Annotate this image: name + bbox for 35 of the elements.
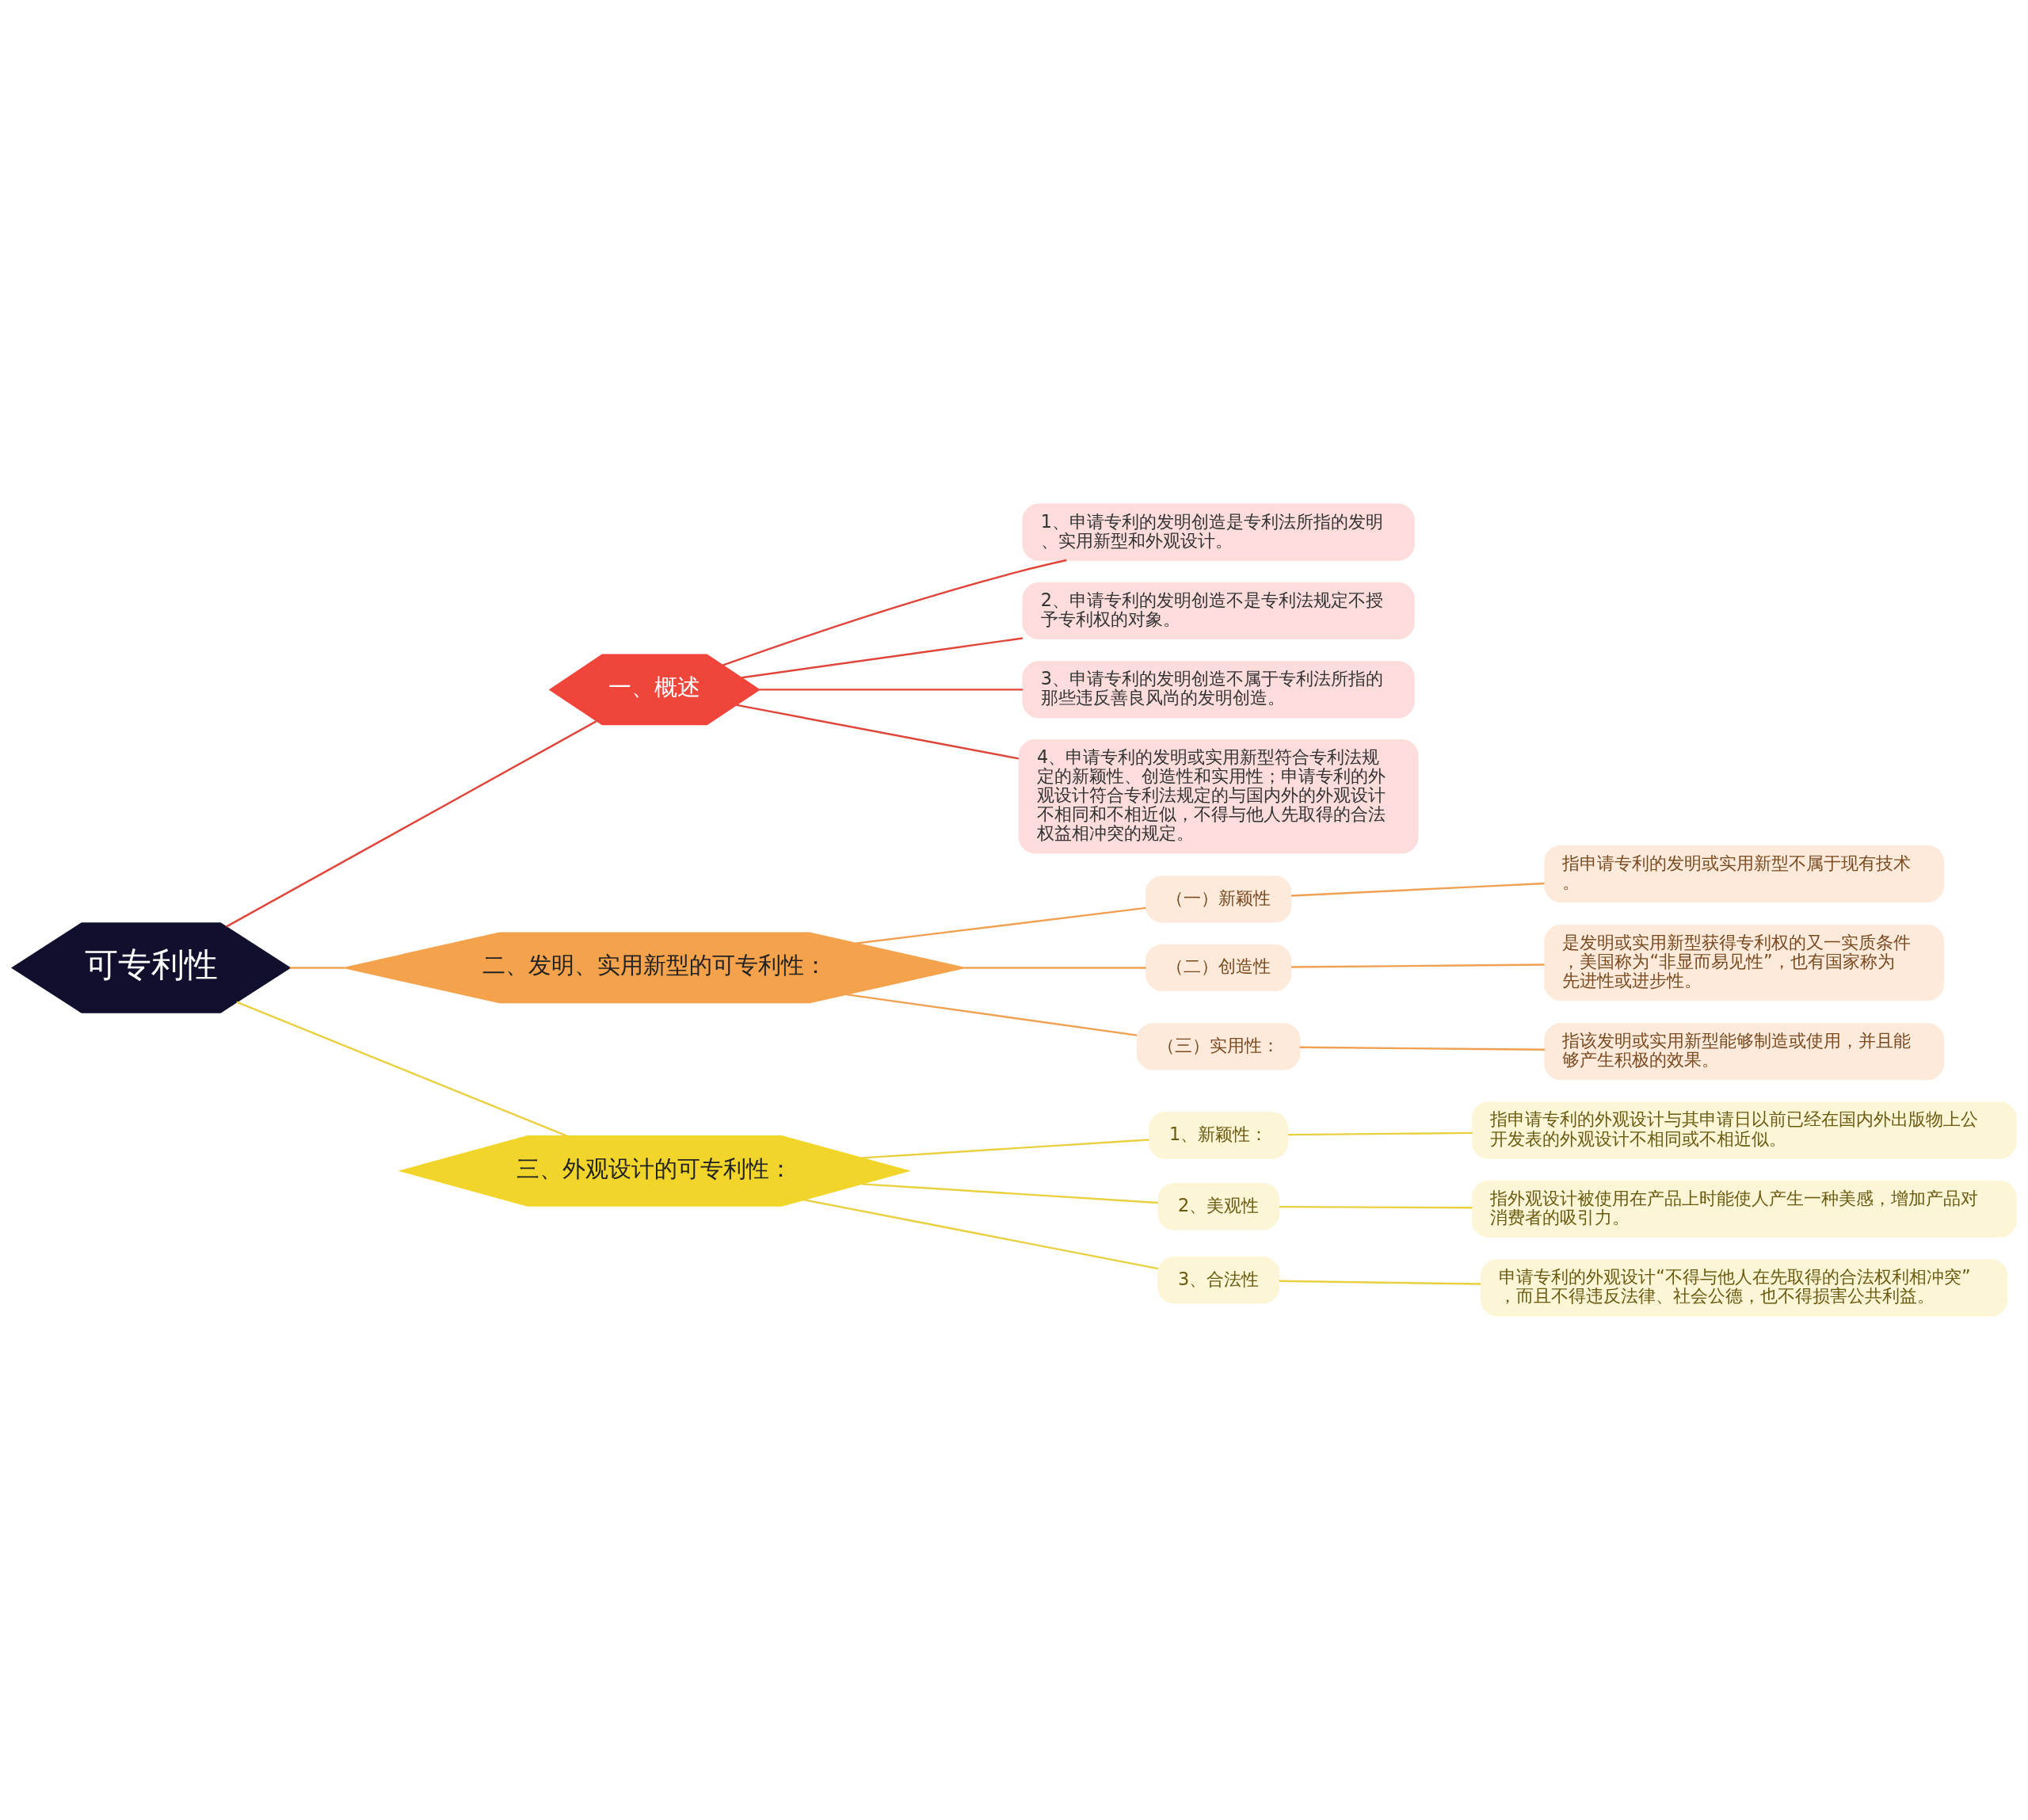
connector — [759, 689, 1024, 691]
connector — [846, 993, 1138, 1036]
connector — [289, 967, 345, 969]
node-box: 3、合法性 — [1157, 1257, 1280, 1304]
connector — [1279, 1280, 1481, 1285]
node-box: 指该发明或实用新型能够制造或使用，并且能够产生积极的效果。 — [1544, 1023, 1945, 1081]
connector — [1291, 963, 1545, 968]
node-box: （一）新颖性 — [1145, 876, 1292, 923]
node-box: 1、新颖性： — [1148, 1112, 1289, 1159]
connector — [861, 1183, 1158, 1204]
connector — [1299, 1046, 1546, 1051]
connector — [1291, 882, 1545, 897]
connector — [236, 1001, 567, 1137]
node-box: 指外观设计被使用在产品上时能使人产生一种美感，增加产品对消费者的吸引力。 — [1471, 1180, 2017, 1238]
node-box: （二）创造性 — [1145, 944, 1292, 992]
connector — [803, 1199, 1159, 1270]
connector — [861, 1139, 1149, 1159]
node-box: 2、美观性 — [1157, 1183, 1280, 1231]
node-box: 是发明或实用新型获得专利权的又一实质条件，美国称为“非显而易见性”，也有国家称为先进性或进步性。 — [1544, 924, 1945, 1002]
connector — [856, 906, 1146, 944]
connector — [1279, 1205, 1473, 1209]
node-box: 指申请专利的发明或实用新型不属于现有技术。 — [1544, 845, 1945, 902]
node-box: （三）实用性： — [1136, 1023, 1301, 1070]
connector — [736, 704, 1020, 760]
node-box: 申请专利的外观设计“不得与他人在先取得的合法权利相冲突”，而且不得违反法律、社会公德，也不得损害公共利益。 — [1481, 1259, 2008, 1317]
connector — [964, 967, 1146, 969]
connector — [226, 720, 597, 928]
node-box: 1、申请专利的发明创造是专利法所指的发明、实用新型和外观设计。 — [1022, 503, 1415, 561]
node-box: 3、申请专利的发明创造不属于专利法所指的那些违反善良风尚的发明创造。 — [1022, 661, 1415, 719]
connector — [1288, 1131, 1473, 1136]
node-box: 指申请专利的外观设计与其申请日以前已经在国内外出版物上公开发表的外观设计不相同或不相近似。 — [1471, 1101, 2017, 1159]
connector — [722, 559, 1067, 666]
node-box: 2、申请专利的发明创造不是专利法规定不授予专利权的对象。 — [1022, 582, 1415, 640]
node-box: 4、申请专利的发明或实用新型符合专利法规定的新颖性、创造性和实用性；申请专利的外观设计符合专利法规定的与国内外的外观设计不相同和不相近似，不得与他人先取得的合法权益相冲突的规定。 — [1018, 738, 1419, 854]
connector — [741, 637, 1023, 679]
